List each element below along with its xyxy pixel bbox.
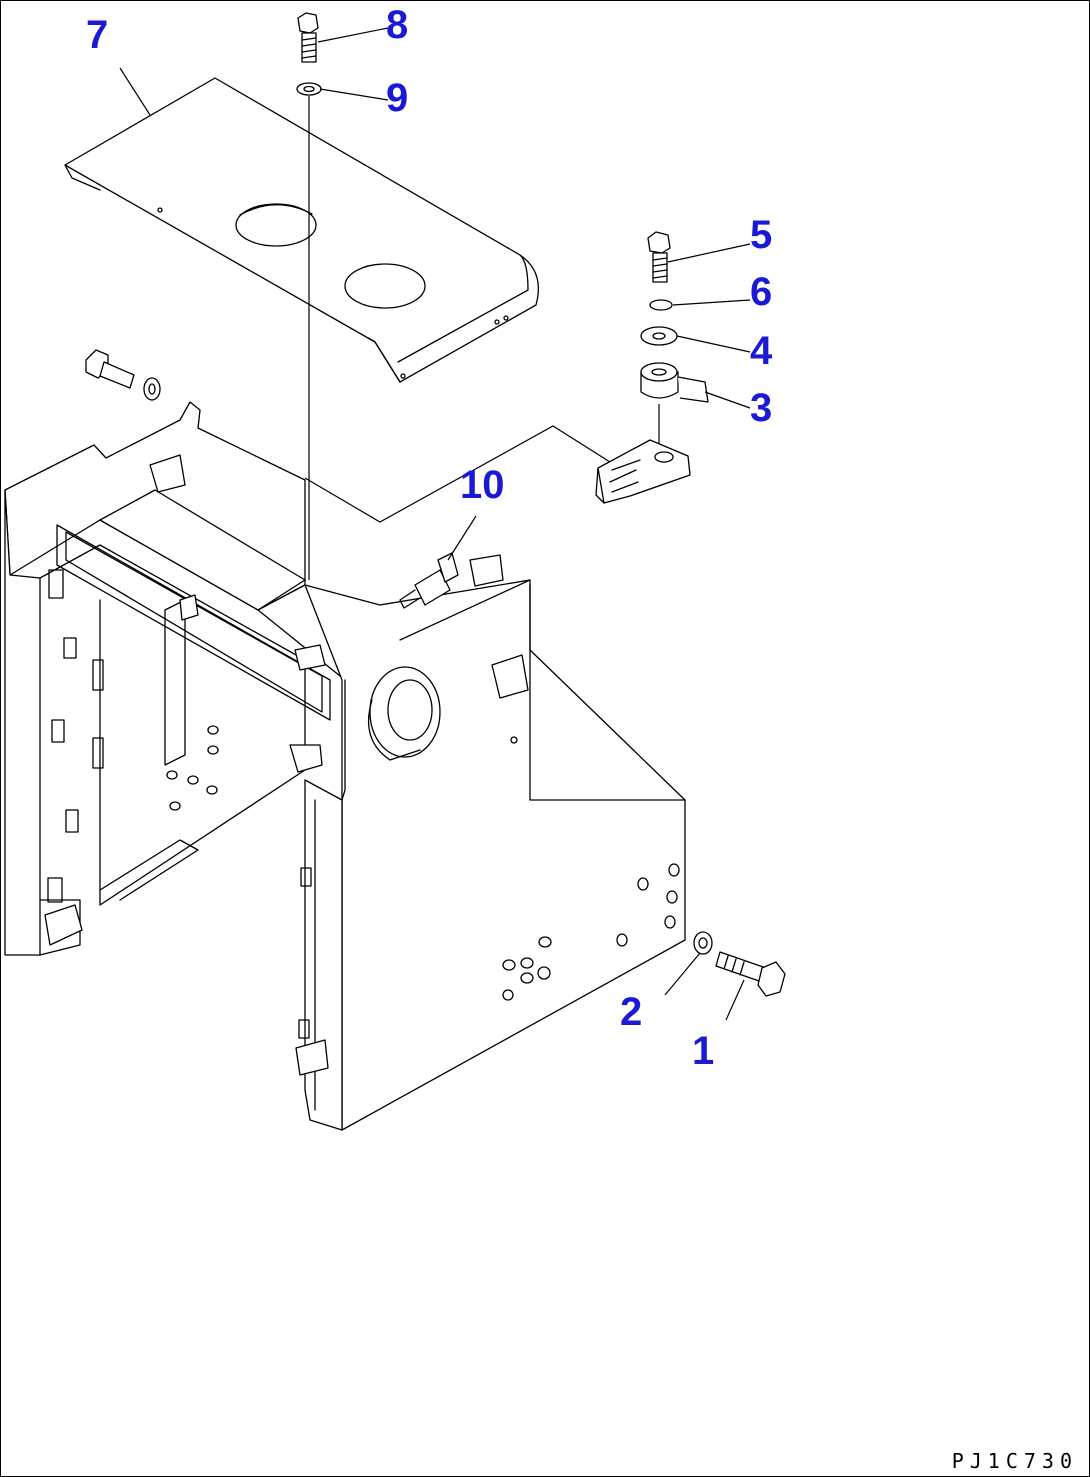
callout-7: 7: [86, 13, 108, 57]
alignment-line: [304, 425, 611, 523]
part-3-bracket: [640, 362, 709, 403]
drawing-code: PJ1C730: [951, 1449, 1078, 1473]
part-8-bolt: [297, 12, 319, 63]
callout-3: 3: [750, 386, 772, 430]
clamp-bracket: [595, 439, 691, 504]
part-7-cover: [64, 77, 540, 383]
main-frame: [4, 401, 686, 1131]
part-2-washer: [693, 931, 713, 955]
callout-5: 5: [750, 213, 772, 257]
callout-2: 2: [620, 990, 642, 1034]
part-6-washer: [649, 299, 673, 311]
callout-1: 1: [692, 1029, 714, 1073]
leader-lines: [119, 27, 751, 1021]
part-1-bolt: [715, 951, 786, 997]
callout-10: 10: [460, 463, 505, 507]
callout-9: 9: [386, 76, 408, 120]
part-10-fitting: [399, 552, 459, 609]
callout-labels: 7 8 9 5 6 4 3 10 2 1: [86, 3, 773, 1073]
upper-left-bolt: [85, 349, 161, 401]
part-9-washer: [296, 82, 322, 96]
part-5-bolt: [647, 231, 671, 283]
callout-6: 6: [750, 270, 772, 314]
callout-4: 4: [750, 329, 773, 373]
part-4-washer: [640, 326, 678, 346]
callout-8: 8: [386, 3, 408, 47]
